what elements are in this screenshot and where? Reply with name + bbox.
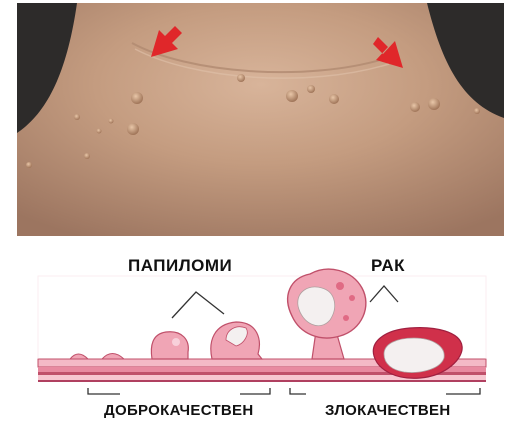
bracket-benign <box>87 388 271 395</box>
label-papillomas: ПАПИЛОМИ <box>128 256 233 275</box>
red-arrow-icon <box>373 37 403 68</box>
neck-photo <box>17 3 504 236</box>
cancer-growth-stalk <box>287 268 367 360</box>
papilloma-2 <box>210 321 264 360</box>
label-pointer-cancer <box>369 285 399 303</box>
tissue-diagram <box>37 268 487 395</box>
red-arrow-icon <box>151 26 182 57</box>
label-benign: ДОБРОКАЧЕСТВЕН <box>104 402 254 419</box>
papilloma-1 <box>150 331 189 360</box>
small-bump <box>100 353 126 360</box>
cancer-growth-flat <box>372 327 463 379</box>
skin-tags <box>26 74 480 168</box>
label-malignant: ЗЛОКАЧЕСТВЕН <box>325 402 451 419</box>
skin-area <box>17 3 504 236</box>
small-bump <box>68 353 90 360</box>
label-cancer: РАК <box>371 256 405 275</box>
bracket-malignant <box>289 388 481 395</box>
label-pointer-papillomas <box>171 291 225 319</box>
